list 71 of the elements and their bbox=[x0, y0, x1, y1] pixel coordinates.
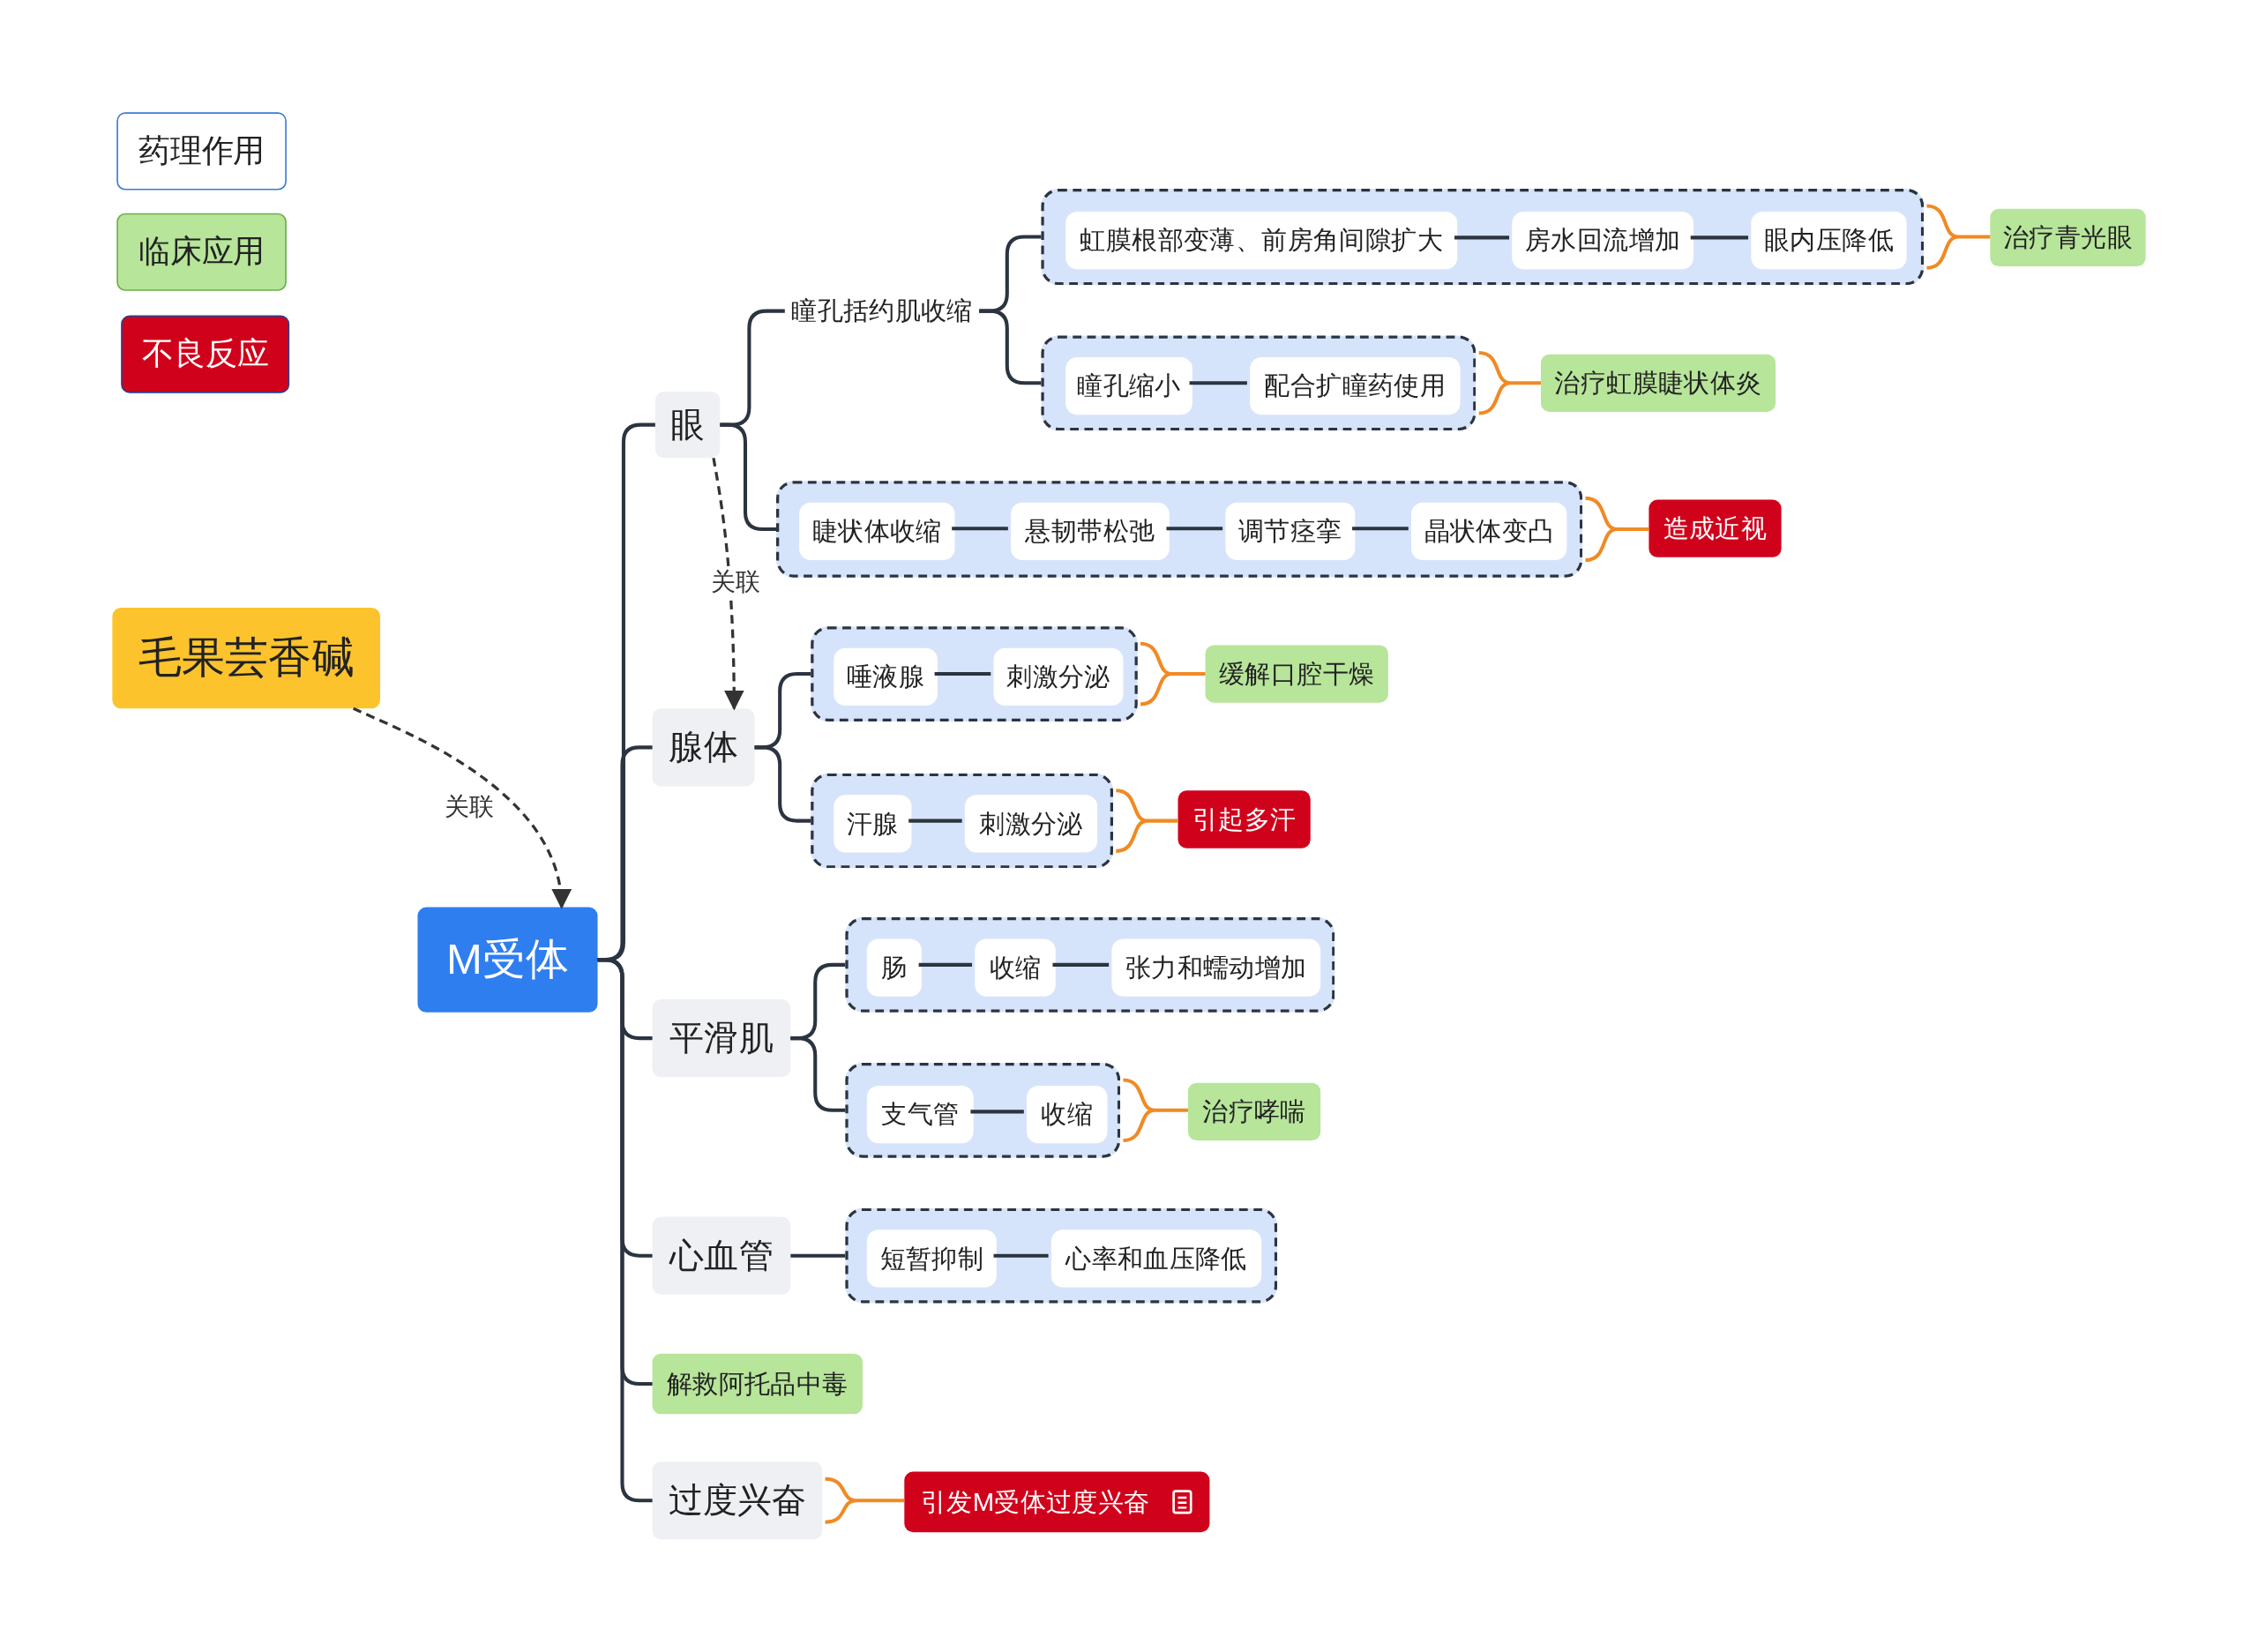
connector bbox=[1166, 527, 1223, 531]
adverse-effect-box: 引起多汗 bbox=[1178, 790, 1311, 848]
topic-label: 瞳孔括约肌收缩 bbox=[784, 292, 980, 330]
dashed-arrow bbox=[712, 457, 744, 711]
dashed-frame bbox=[811, 626, 1138, 721]
dashed-frame bbox=[776, 481, 1583, 578]
connector bbox=[908, 819, 962, 823]
subtopic-box: 睫状体收缩 bbox=[799, 502, 955, 561]
clinical-use-box: 治疗虹膜睫状体炎 bbox=[1540, 354, 1776, 412]
subtopic-box: 配合扩瞳药使用 bbox=[1250, 356, 1461, 415]
root-topic-box: 毛果芸香碱 bbox=[112, 608, 380, 709]
summary-bracket bbox=[1925, 204, 1993, 270]
dashed-frame bbox=[845, 1207, 1278, 1304]
subtopic-box: 晶状体变凸 bbox=[1411, 502, 1567, 561]
clinical-use-box: 缓解口腔干燥 bbox=[1205, 645, 1388, 703]
subtopic-box: 张力和蠕动增加 bbox=[1111, 938, 1321, 997]
adverse-effect-box bbox=[904, 1471, 1210, 1533]
connector bbox=[1189, 381, 1247, 385]
summary-bracket bbox=[1583, 496, 1651, 563]
dashed-frame bbox=[845, 917, 1335, 1013]
connector bbox=[970, 1110, 1024, 1114]
summary-bracket bbox=[823, 1476, 907, 1524]
legend-key: 不良反应 bbox=[121, 315, 290, 393]
summary-bracket bbox=[1121, 1078, 1190, 1143]
subtopic-box: 调节痉挛 bbox=[1225, 502, 1356, 561]
subtopic-box: 收缩 bbox=[975, 938, 1056, 997]
subtopic-box: 支气管 bbox=[866, 1086, 974, 1144]
dashed-frame bbox=[1041, 335, 1477, 431]
connector bbox=[1052, 962, 1110, 967]
subtopic-box: 心率和血压降低 bbox=[1050, 1230, 1262, 1288]
connector bbox=[918, 962, 973, 967]
subtopic-box: 刺激分泌 bbox=[993, 647, 1124, 706]
subtopic-box: 短暂抑制 bbox=[866, 1230, 997, 1288]
legend-key: 药理作用 bbox=[116, 112, 287, 191]
subtopic-box: 汗腺 bbox=[834, 795, 912, 853]
subtopic-box: 肠 bbox=[866, 938, 922, 997]
summary-bracket bbox=[1114, 789, 1180, 853]
connector bbox=[790, 1253, 846, 1258]
summary-bracket bbox=[1477, 350, 1543, 415]
clinical-use-box: 治疗青光眼 bbox=[1990, 208, 2146, 267]
dashed-frame bbox=[811, 773, 1114, 869]
summary-bracket bbox=[1139, 641, 1208, 706]
dashed-arrow bbox=[352, 706, 570, 909]
subtopic-box: 瞳孔缩小 bbox=[1065, 356, 1193, 415]
connector bbox=[993, 1253, 1049, 1258]
clinical-use-box: 治疗哮喘 bbox=[1187, 1082, 1321, 1141]
connector bbox=[1352, 527, 1409, 531]
central-topic-box: M受体 bbox=[417, 907, 598, 1013]
topic-box: 过度兴奋 bbox=[652, 1461, 823, 1540]
topic-box: 腺体 bbox=[652, 708, 755, 787]
legend-key: 临床应用 bbox=[116, 213, 287, 291]
topic-text: 引发M受体过度兴奋 bbox=[921, 1486, 1150, 1519]
subtopic-box: 刺激分泌 bbox=[964, 795, 1098, 853]
subtopic-box: 收缩 bbox=[1027, 1086, 1108, 1144]
connector bbox=[1690, 235, 1749, 240]
connector bbox=[934, 672, 991, 676]
connector bbox=[952, 527, 1008, 531]
dashed-frame bbox=[1041, 188, 1925, 286]
subtopic-box: 唾液腺 bbox=[834, 647, 938, 706]
topic-box: 平滑肌 bbox=[652, 999, 791, 1078]
subtopic-box: 眼内压降低 bbox=[1751, 212, 1907, 270]
subtopic-box: 悬韧带松弛 bbox=[1011, 502, 1170, 561]
edge-label: 关联 bbox=[709, 568, 762, 598]
adverse-effect-box: 造成近视 bbox=[1649, 499, 1782, 557]
subtopic-box: 房水回流增加 bbox=[1512, 212, 1694, 270]
dashed-frame bbox=[845, 1062, 1121, 1158]
connector bbox=[1454, 235, 1509, 240]
clinical-use-box: 解救阿托品中毒 bbox=[652, 1353, 863, 1415]
subtopic-box: 虹膜根部变薄、前房角间隙扩大 bbox=[1065, 212, 1458, 270]
topic-box: 眼 bbox=[654, 392, 721, 459]
topic-box: 心血管 bbox=[652, 1216, 791, 1295]
